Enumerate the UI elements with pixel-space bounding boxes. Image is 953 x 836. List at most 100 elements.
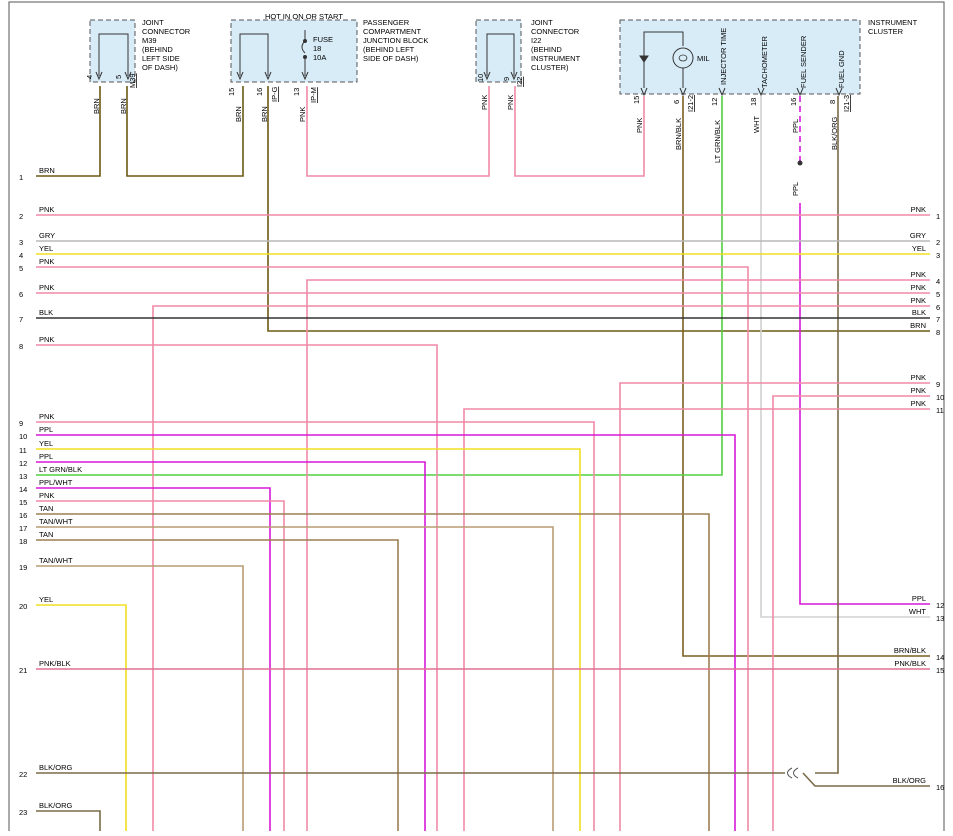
- left-row-wire-label: TAN: [39, 530, 53, 539]
- cluster-function-fuel-sender: FUEL SENDER: [799, 35, 808, 88]
- right-row-wire-label: WHT: [909, 607, 926, 616]
- joint-connector-m39: JOINT CONNECTOR M39 (BEHIND LEFT SIDE OF…: [85, 18, 191, 88]
- wire-right-6: [152, 305, 930, 836]
- left-row-wire-label: PNK: [39, 412, 54, 421]
- right-row-wire-label: PNK/BLK: [894, 659, 926, 668]
- wire-row-12: [36, 461, 426, 836]
- right-row-wire-label: GRY: [910, 231, 926, 240]
- right-row-wire-label: PNK: [911, 399, 926, 408]
- wire-row-23: [36, 810, 101, 836]
- cluster-pin-6: 6: [672, 100, 681, 104]
- left-row-wire-label: TAN/WHT: [39, 556, 73, 565]
- right-row-wire-label: PNK: [911, 296, 926, 305]
- left-row-number: 23: [19, 808, 27, 817]
- junction-block-header: HOT IN ON OR START: [265, 12, 343, 21]
- m39-label-1: CONNECTOR: [142, 27, 191, 36]
- jb-label-2: JUNCTION BLOCK: [363, 36, 428, 45]
- left-row-number: 7: [19, 315, 23, 324]
- jb-connector-ipm: IP-M: [309, 87, 318, 103]
- wire-row-5: [36, 266, 749, 836]
- left-row-wire-label: PPL: [39, 425, 53, 434]
- left-row-number: 12: [19, 459, 27, 468]
- i22-label-0: JOINT: [531, 18, 553, 27]
- wire-label-cluster-6: BRN/BLK: [674, 118, 683, 150]
- left-row-number: 17: [19, 524, 27, 533]
- wire-label-cluster-12: LT GRN/BLK: [713, 120, 722, 163]
- right-row-number: 7: [936, 315, 940, 324]
- right-row-number: 2: [936, 238, 940, 247]
- wire-label-i22-10: PNK: [480, 95, 489, 110]
- wire-row-14: [36, 487, 271, 836]
- left-row-number: 4: [19, 251, 23, 260]
- right-row-number: 3: [936, 251, 940, 260]
- fuse-rating: 10A: [313, 53, 326, 62]
- left-row-number: 8: [19, 342, 23, 351]
- left-row-wire-label: PNK: [39, 283, 54, 292]
- wire-ltgrnblk-cluster-12: [36, 96, 723, 476]
- left-row-wire-label: PNK: [39, 257, 54, 266]
- fuse-terminal-icon: [303, 39, 307, 43]
- jb-label-3: (BEHIND LEFT: [363, 45, 415, 54]
- right-row-wire-label: PNK: [911, 205, 926, 214]
- right-row-wire-label: BRN/BLK: [894, 646, 926, 655]
- m39-pin-4: 4: [85, 75, 94, 79]
- right-row-number: 16: [936, 783, 944, 792]
- wire-row-8: [36, 344, 438, 836]
- right-row-wire-label: BLK: [912, 308, 926, 317]
- i22-pin-9: 9: [502, 77, 511, 81]
- cluster-connector-i21-3: I21-3: [842, 95, 851, 112]
- wire-row-19: [36, 565, 244, 836]
- diode-icon: [639, 55, 649, 63]
- mil-label: MIL: [697, 54, 710, 63]
- cluster-pin-8: 8: [828, 100, 837, 104]
- wire-label-m39-5: BRN: [119, 98, 128, 114]
- i22-label-4: INSTRUMENT: [531, 54, 581, 63]
- m39-pin-5: 5: [114, 75, 123, 79]
- cluster-function-injector: INJECTOR TIME: [719, 28, 728, 85]
- wire-row-17: [36, 526, 554, 836]
- right-row-number: 11: [936, 406, 944, 415]
- cluster-function-fuel-gnd: FUEL GND: [837, 50, 846, 88]
- jb-label-0: PASSENGER: [363, 18, 410, 27]
- wire-label-cluster-ppl-below: PPL: [791, 182, 800, 196]
- joint-connector-i22: JOINT CONNECTOR I22 (BEHIND INSTRUMENT C…: [475, 18, 581, 87]
- i22-connector-name: I22: [515, 77, 524, 87]
- wire-brn-m39-4: [36, 86, 101, 177]
- m39-connector-name: M39: [128, 73, 137, 88]
- left-row-number: 9: [19, 419, 23, 428]
- right-row-wire-label: PNK: [911, 373, 926, 382]
- left-row-number: 10: [19, 432, 27, 441]
- m39-label-4: LEFT SIDE: [142, 54, 180, 63]
- jb-pin-16: 16: [255, 88, 264, 96]
- m39-label-2: M39: [142, 36, 157, 45]
- left-row-wire-label: PNK/BLK: [39, 659, 71, 668]
- left-row-wire-label: BLK: [39, 308, 53, 317]
- wire-ppl-cluster-16: [799, 203, 930, 605]
- m39-label-0: JOINT: [142, 18, 164, 27]
- right-row-wire-label: YEL: [912, 244, 926, 253]
- left-row-wire-label: GRY: [39, 231, 55, 240]
- wire-row-11: [36, 448, 581, 836]
- wire-label-cluster-8: BLK/ORG: [830, 116, 839, 150]
- left-row-number: 5: [19, 264, 23, 273]
- i22-label-1: CONNECTOR: [531, 27, 580, 36]
- m39-label-5: OF DASH): [142, 63, 178, 72]
- cluster-pin-12: 12: [710, 98, 719, 106]
- right-row-wire-label: PNK: [911, 270, 926, 279]
- right-row-number: 1: [936, 212, 940, 221]
- left-row-number: 22: [19, 770, 27, 779]
- left-row-number: 21: [19, 666, 27, 675]
- wire-label-m39-4: BRN: [92, 98, 101, 114]
- right-row-number: 6: [936, 303, 940, 312]
- right-row-number: 8: [936, 328, 940, 337]
- wire-row-10: [36, 434, 736, 836]
- m39-label-3: (BEHIND: [142, 45, 173, 54]
- right-row-wire-label: PNK: [911, 283, 926, 292]
- wire-right-4: [306, 279, 930, 836]
- cluster-label-1: CLUSTER: [868, 27, 904, 36]
- left-row-wire-label: BLK/ORG: [39, 763, 73, 772]
- horizontal-wires: [36, 214, 930, 836]
- wire-row-16: [36, 513, 710, 836]
- wire-right-9: [619, 382, 930, 836]
- junction-block: HOT IN ON OR START FUSE 18 10A PASSENGER…: [227, 12, 428, 103]
